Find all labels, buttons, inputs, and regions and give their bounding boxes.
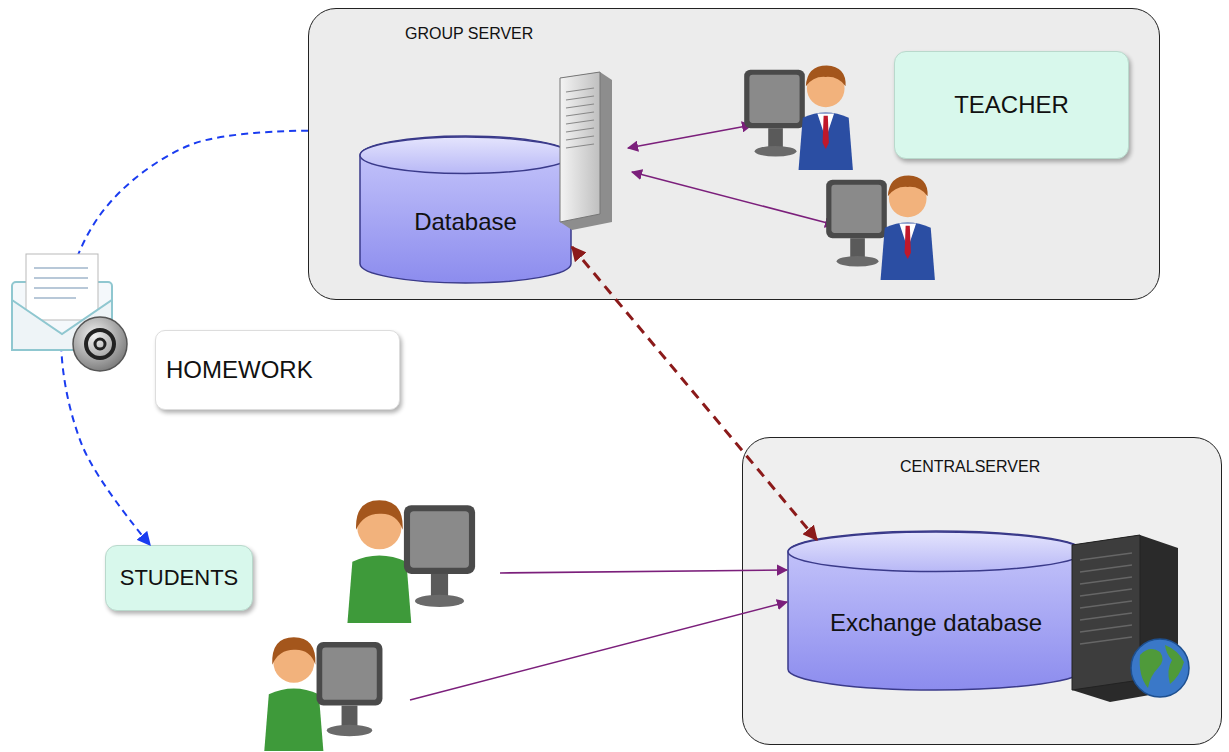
student-computer [347, 500, 475, 623]
callout-box: HOMEWORK [155, 330, 400, 410]
node-label: HOMEWORK [166, 356, 313, 384]
teacher-links [628, 125, 835, 225]
student-computer [264, 637, 382, 751]
student-link [410, 602, 787, 700]
database-cylinder: Database [359, 136, 572, 284]
node-label: Exchange database [830, 609, 1042, 637]
teacher-link [628, 125, 752, 148]
server-panel: CENTRALSERVER Exchange database [742, 437, 1222, 745]
group-server-tower [560, 72, 612, 230]
homework-envelope [12, 254, 127, 371]
teacher-link [632, 172, 835, 225]
node-label: STUDENTS [120, 565, 239, 591]
server-panel: GROUP SERVER Database TEACHER [308, 8, 1160, 300]
teacher-computer [744, 65, 853, 170]
student-links [410, 570, 787, 700]
node-label: Database [414, 208, 517, 236]
panel-heading: CENTRALSERVER [900, 458, 1040, 476]
connector [61, 131, 308, 545]
connector [572, 247, 817, 540]
panel-heading: GROUP SERVER [405, 25, 533, 43]
node-label: TEACHER [954, 91, 1069, 119]
student-link [500, 570, 787, 573]
central-server-tower [1072, 535, 1189, 702]
database-cylinder: Exchange database [787, 531, 1085, 691]
role-label: TEACHER [894, 51, 1129, 159]
role-label: STUDENTS [105, 545, 253, 611]
teacher-computer [826, 175, 935, 280]
